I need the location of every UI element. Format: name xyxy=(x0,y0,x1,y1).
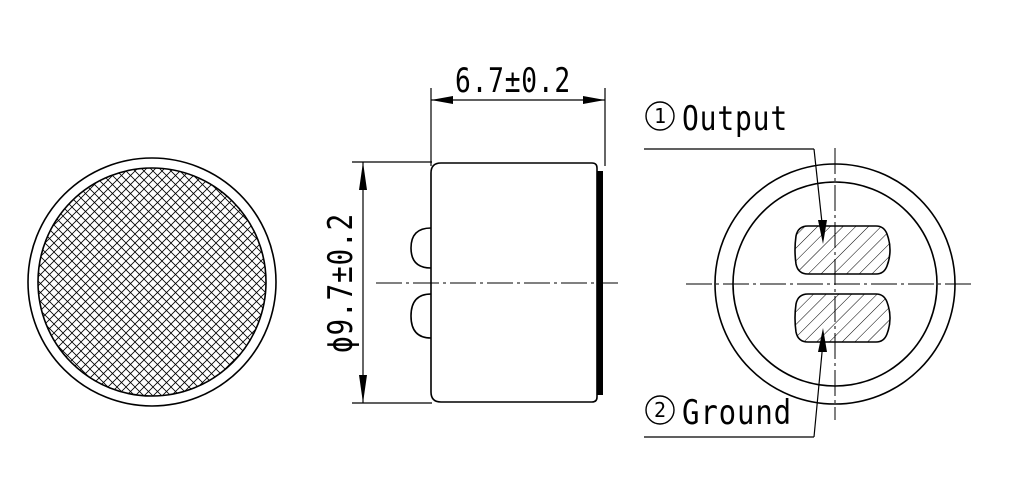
pin-number-1: 1 xyxy=(654,104,666,128)
pin-label-output-text: Output xyxy=(682,99,788,139)
front-outer-circle xyxy=(27,157,277,407)
capsule-body xyxy=(430,162,598,403)
side-view: 6.7±0.2 ϕ9.7±0.2 xyxy=(321,61,618,404)
diameter-dimension-label: ϕ9.7±0.2 xyxy=(321,213,361,353)
pin-label-ground: 2 Ground xyxy=(645,393,792,433)
rear-view xyxy=(644,148,975,438)
length-dimension-label: 6.7±0.2 xyxy=(455,61,571,101)
output-pad xyxy=(794,225,891,275)
pin-number-circle-2 xyxy=(645,395,675,425)
pin-label-output: 1 Output xyxy=(645,99,788,139)
terminal-bump-bottom xyxy=(410,293,432,339)
front-view xyxy=(27,157,277,407)
terminal-bump-top xyxy=(410,227,432,269)
pin-label-ground-text: Ground xyxy=(682,393,792,433)
front-mesh-face xyxy=(37,167,267,397)
ground-pad xyxy=(794,293,891,343)
pin-number-2: 2 xyxy=(654,398,666,422)
pin-number-circle-1 xyxy=(645,101,675,131)
